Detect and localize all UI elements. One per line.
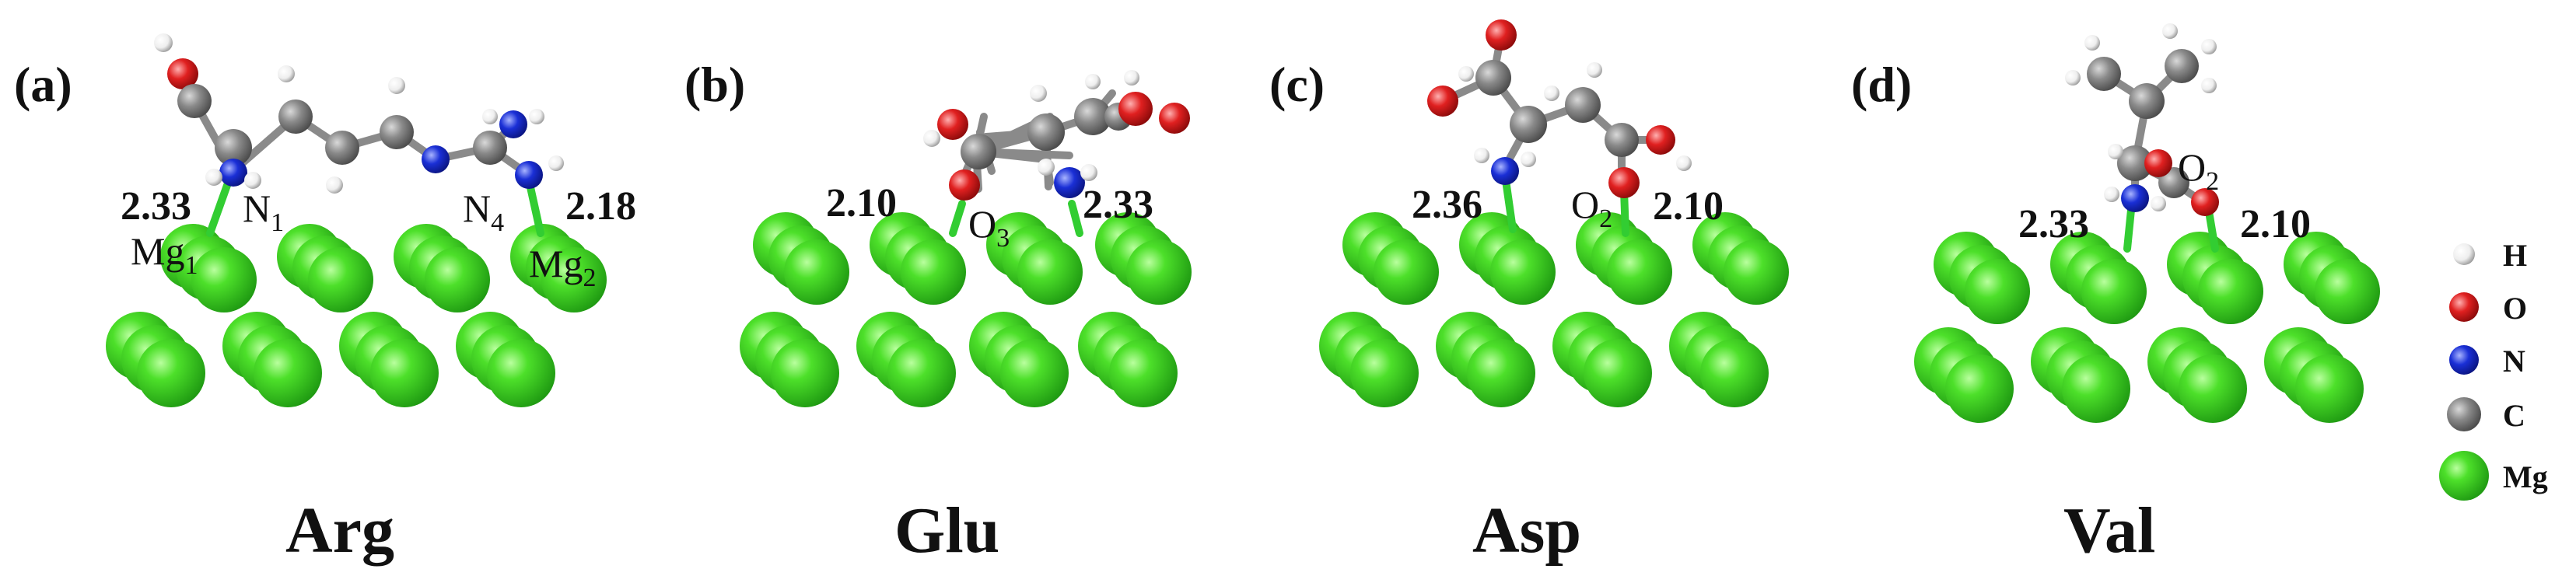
mg-slab-c [1319, 212, 1789, 407]
bond-length-label-c2: 2.10 [1653, 184, 1724, 229]
panel-d: (d) [1851, 23, 2380, 567]
molecule-atoms-a [154, 33, 564, 194]
legend-h-icon [2453, 243, 2475, 265]
panel-letter-b: (b) [684, 57, 745, 112]
atom-legend: H O N C Mg [2439, 238, 2548, 501]
bond-length-label-c1: 2.36 [1412, 183, 1482, 227]
panel-letter-c: (c) [1269, 57, 1325, 112]
molecule-name-b: Glu [894, 494, 999, 567]
molecule-atoms-c [1427, 19, 1692, 198]
atom-label-a-n4: N4 [463, 187, 504, 237]
molecule-name-a: Arg [285, 494, 394, 567]
legend-o-icon [2449, 292, 2479, 322]
bond-length-label-b2: 2.33 [1083, 183, 1153, 227]
atom-label-a-mg1: Mg1 [131, 229, 198, 280]
bond-length-label-d2: 2.10 [2240, 202, 2311, 246]
legend-c-icon [2447, 397, 2481, 431]
surface-bonds-b [949, 200, 1083, 237]
mg-slab-a [106, 224, 607, 407]
legend-o-label: O [2503, 291, 2527, 326]
legend-n-label: N [2503, 344, 2525, 379]
legend-mg-label: Mg [2503, 459, 2548, 494]
bond-length-label-d1: 2.33 [2018, 202, 2089, 246]
atom-label-d-o2: O2 [2178, 145, 2219, 196]
molecule-name-d: Val [2063, 494, 2155, 567]
molecule-atoms-d [2065, 23, 2219, 216]
surface-bonds-d [2123, 206, 2219, 253]
legend-n-icon [2449, 345, 2479, 375]
panel-letter-d: (d) [1851, 57, 1912, 112]
atom-label-a-mg2: Mg2 [529, 242, 596, 292]
panel-a: (a) [14, 33, 636, 567]
molecule-atoms-b [923, 70, 1190, 201]
panel-letter-a: (a) [14, 57, 72, 112]
molecule-name-c: Asp [1472, 494, 1581, 567]
bond-length-label-a1: 2.33 [121, 184, 191, 229]
legend-c-label: C [2503, 398, 2525, 433]
atom-label-c-o2: O2 [1571, 183, 1612, 233]
bond-length-label-b1: 2.10 [826, 181, 897, 225]
mg-slab-b [740, 212, 1192, 407]
legend-h-label: H [2503, 238, 2527, 273]
atom-label-a-n1: N1 [243, 187, 284, 237]
surface-bonds-a [206, 175, 544, 237]
atom-label-b-o3: O3 [968, 202, 1010, 253]
mg-slab-d [1914, 232, 2380, 423]
legend-mg-icon [2439, 451, 2489, 501]
panel-b: (b) [684, 57, 1192, 567]
panel-c: (c) [1269, 19, 1789, 567]
bond-length-label-a2: 2.18 [565, 184, 636, 229]
